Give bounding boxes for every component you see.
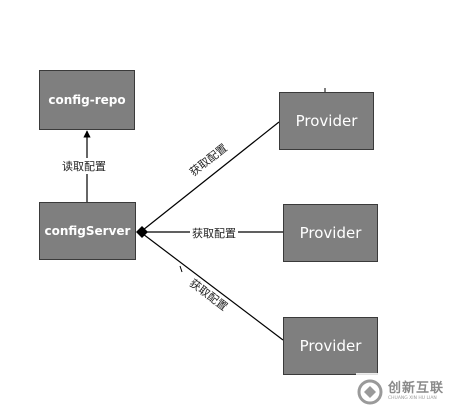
provider-top-label: Provider [295, 112, 358, 130]
config-repo-label: config-repo [48, 93, 126, 107]
config-repo-node: config-repo [39, 70, 135, 130]
provider-top-node: Provider [279, 92, 374, 150]
edge-label-server-to-repo: 读取配置 [60, 158, 108, 174]
edge-provider-top-to-server [142, 121, 280, 231]
config-server-node: configServer [39, 202, 136, 260]
aggregation-diamond [136, 226, 148, 238]
brand-name-cn: 创新互联 [388, 381, 445, 397]
brand-logo-icon [357, 379, 383, 405]
provider-bottom-label: Provider [299, 337, 362, 355]
provider-middle-node: Provider [283, 204, 378, 262]
provider-bottom-node: Provider [283, 317, 378, 375]
brand-watermark: 创新互联 CHUANG XIN HU LIAN [356, 373, 452, 411]
brand-name-en: CHUANG XIN HU LIAN [388, 396, 437, 402]
provider-middle-label: Provider [299, 224, 362, 242]
edge-provider-bottom-to-server [142, 233, 284, 341]
edge-label-provider-middle: 获取配置 [190, 225, 238, 241]
config-server-label: configServer [44, 224, 131, 238]
edge-tick-marker [179, 265, 183, 273]
